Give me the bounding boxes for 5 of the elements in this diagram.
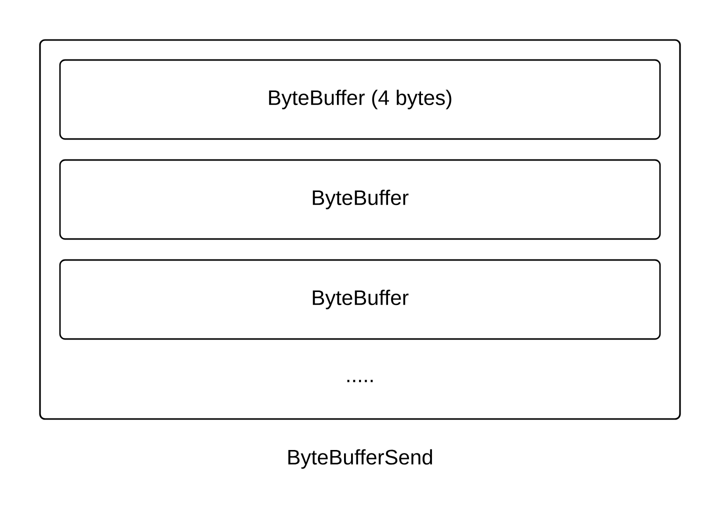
rounded-box: ByteBuffer	[59, 259, 661, 340]
rounded-box: ByteBuffer	[59, 159, 661, 240]
box-label: ByteBufferSend	[288, 449, 432, 469]
ellipsis-text: .....	[347, 380, 373, 382]
rounded-box: ByteBuffer (4 bytes)	[59, 59, 661, 140]
